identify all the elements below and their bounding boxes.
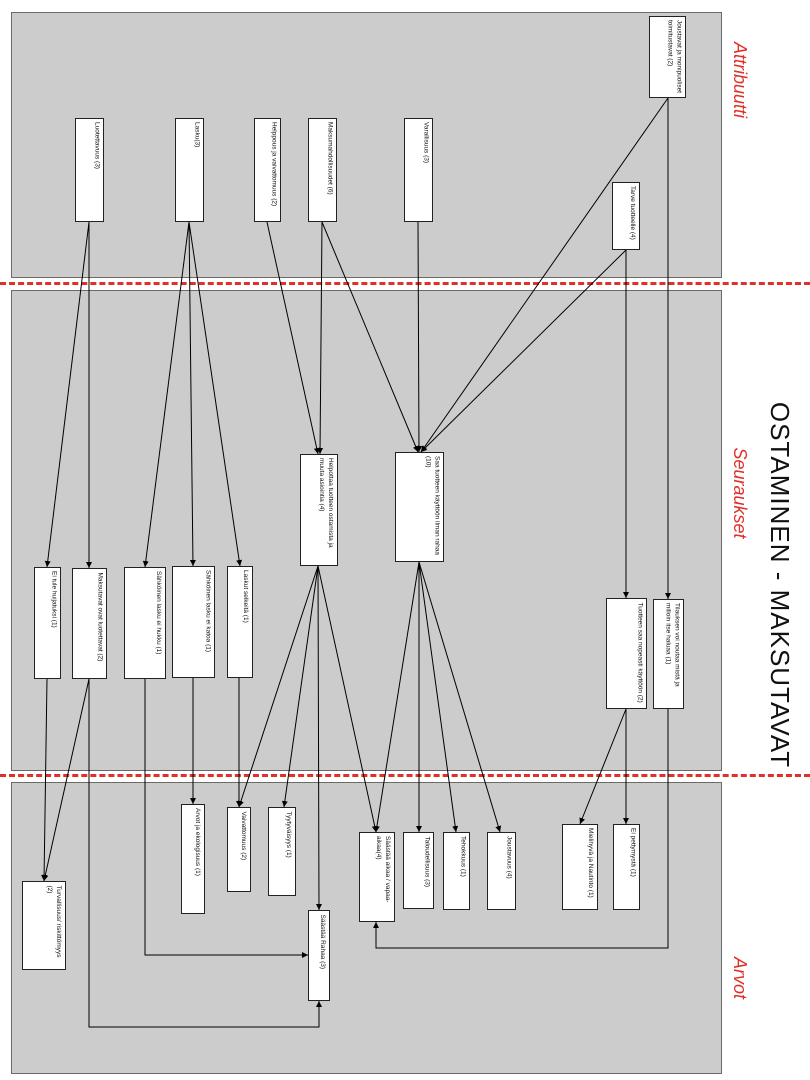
node-mielihyva-nautinto: Mielihyvä ja Nautinto (1) [562, 824, 598, 910]
node-tarve-tuotteelle: Tarve tuotteelle (4) [612, 182, 640, 250]
edge [142, 221, 190, 568]
node-tehokkuus: Tehokkuus (1) [443, 832, 470, 910]
edge [317, 221, 324, 455]
edge [41, 678, 48, 882]
edge [418, 561, 502, 833]
node-taloudellisuus: Taloudellisuus (3) [403, 832, 434, 909]
edge [418, 561, 459, 833]
node-varallisuus: Varallisuus (3) [404, 118, 433, 222]
node-saa-tuotteen-kayttoon: Saa tuotteen käyttöön ilman rahaa (10) [395, 452, 444, 562]
node-ei-pettymysta: Ei pettymystä (1) [613, 824, 640, 910]
node-saastaa-rahaa: Säästää Rahaa (3) [308, 910, 330, 1001]
divider-bottom [0, 774, 810, 777]
node-sahkoinen-lasku-ei-hukku: Sähköinen lasku ei hukku (1) [124, 567, 166, 679]
edge [42, 678, 90, 882]
edge [188, 221, 196, 567]
node-joustavuus: Joustavuus (4) [487, 832, 516, 910]
edge [144, 679, 308, 958]
consequences-band [11, 290, 722, 771]
edge [188, 221, 243, 567]
edge [373, 709, 669, 949]
values-band [11, 782, 722, 1074]
node-vaivattomuus: Vaivattomuus (2) [227, 807, 251, 892]
node-helppous: Helppous ja vaivattomuus (2) [254, 118, 281, 222]
node-laskut-selkeita: Laskut selkeitä (1) [227, 566, 253, 678]
edge [281, 565, 319, 808]
edge [266, 221, 320, 455]
edge [321, 221, 419, 453]
node-sahkoinen-lasku-ei-katoa: Sähköinen lasku ei katoa (1) [172, 566, 215, 678]
edge [238, 565, 319, 808]
node-tyytyvaisyys: Tyytyväisyys (1) [268, 807, 296, 896]
edge [420, 97, 669, 453]
edge [373, 561, 420, 833]
divider-top [0, 282, 810, 285]
edge [579, 708, 627, 825]
edge [415, 221, 422, 453]
edge [420, 249, 627, 453]
node-ei-tule-huijatuksi: Ei tule huijatuksi (1) [34, 567, 61, 679]
node-tilauksen-voi-noutaa: Tilauksen voi noutaa mistä ja milloin it… [653, 599, 684, 709]
node-turvallisuus: Turvallisuus/ riskittömyys (2) [22, 881, 66, 970]
node-helpottaa-ostamista: Helpottaa tuotteen ostamista ja muuta as… [300, 454, 338, 566]
edge [317, 565, 378, 833]
attributes-band [11, 12, 722, 278]
node-tuotteen-nopeasti-kayttoon: Tuotteen saa nopeasti käyttöön (2) [606, 598, 647, 709]
node-saastaa-aikaa: Säästää aikaa / vapaa-aikaa(4) [359, 832, 395, 922]
edge [44, 221, 90, 568]
node-maksumahdollisuudet: Maksumahdollisuudet (6) [308, 118, 337, 222]
node-joustavat-toimitustavat: Joustavat ja monipuoliset toimitustavat … [649, 16, 686, 98]
node-laskut: Lasku(3) [175, 118, 204, 222]
edge [315, 565, 322, 911]
edge [88, 679, 322, 1028]
node-arvot-ekologisuus: Arvot ja ekologisuus (1) [181, 804, 205, 914]
node-luotettavuus: Luotettavuus (3) [75, 118, 104, 222]
node-maksutavat-luotettavat: Maksutavat ovat luotettavat (2) [72, 568, 107, 679]
